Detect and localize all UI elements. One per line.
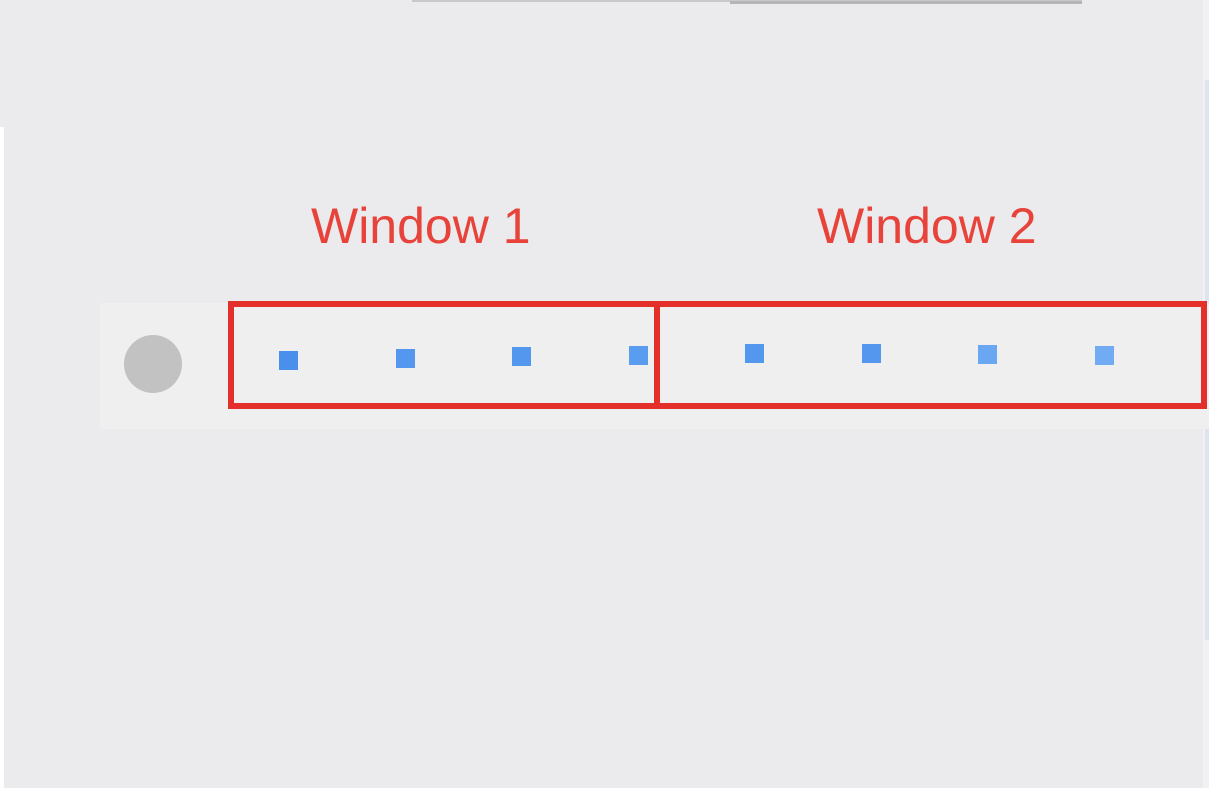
top-divider-highlight (730, 1, 1082, 4)
window-1-box (228, 301, 660, 409)
window-2-item-4 (1095, 346, 1114, 365)
window-1-item-2 (396, 349, 415, 368)
window-1-item-1 (279, 351, 298, 370)
start-indicator (124, 335, 182, 393)
window-2-item-3 (978, 345, 997, 364)
window-2-item-2 (862, 344, 881, 363)
window-2-item-1 (745, 344, 764, 363)
window-1-item-4 (629, 346, 648, 365)
left-edge (0, 127, 4, 788)
window-2-box (654, 301, 1207, 409)
window-2-label: Window 2 (817, 198, 1037, 254)
window-1-item-3 (512, 347, 531, 366)
window-1-label: Window 1 (311, 198, 531, 254)
